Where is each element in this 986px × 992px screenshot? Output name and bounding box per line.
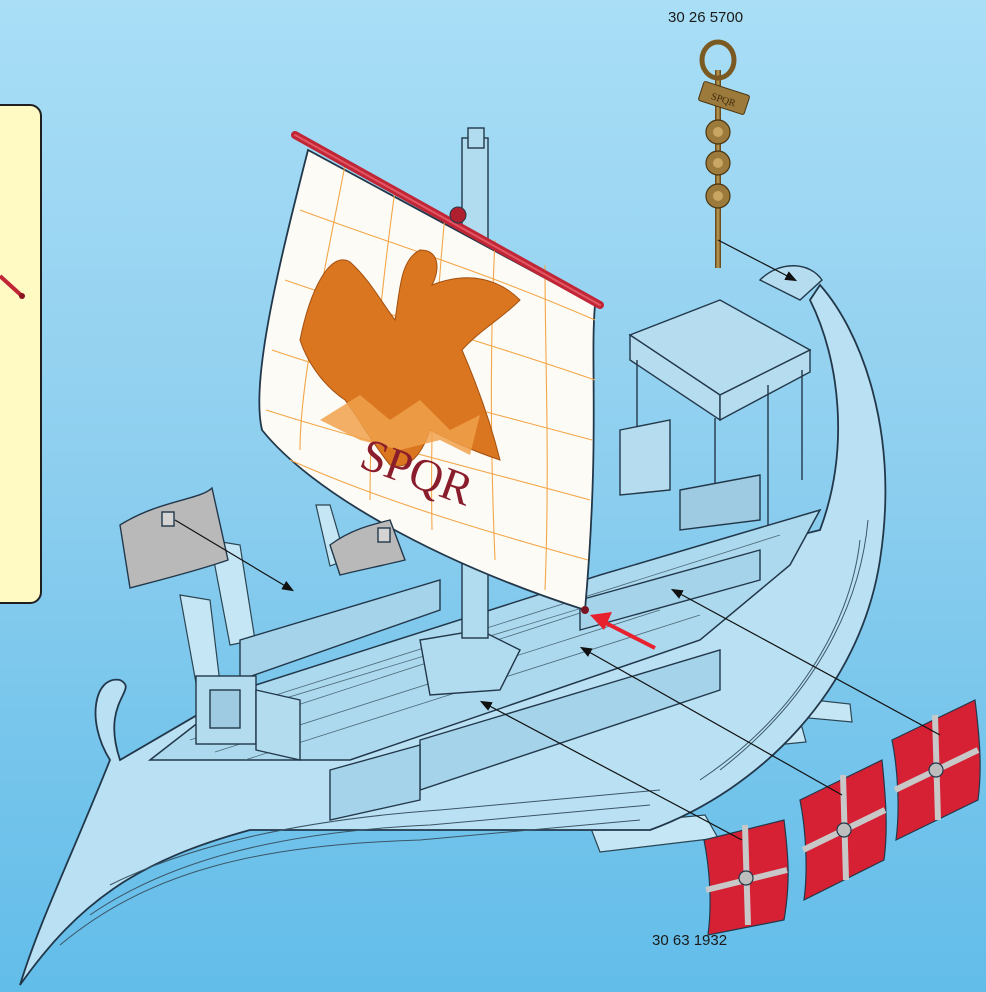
shield-3: [704, 820, 788, 935]
shield-2: [800, 760, 886, 900]
sail: SPQR: [259, 150, 595, 614]
stern-canopy: [620, 266, 822, 530]
inset-rod: [0, 276, 25, 299]
part-number-shields: 30 63 1932: [652, 932, 727, 949]
legion-standard: SPQR: [698, 42, 750, 268]
part-number-standard: 30 26 5700: [668, 9, 743, 26]
sail-corner-ring: [581, 606, 589, 614]
shield-1: [892, 700, 980, 840]
